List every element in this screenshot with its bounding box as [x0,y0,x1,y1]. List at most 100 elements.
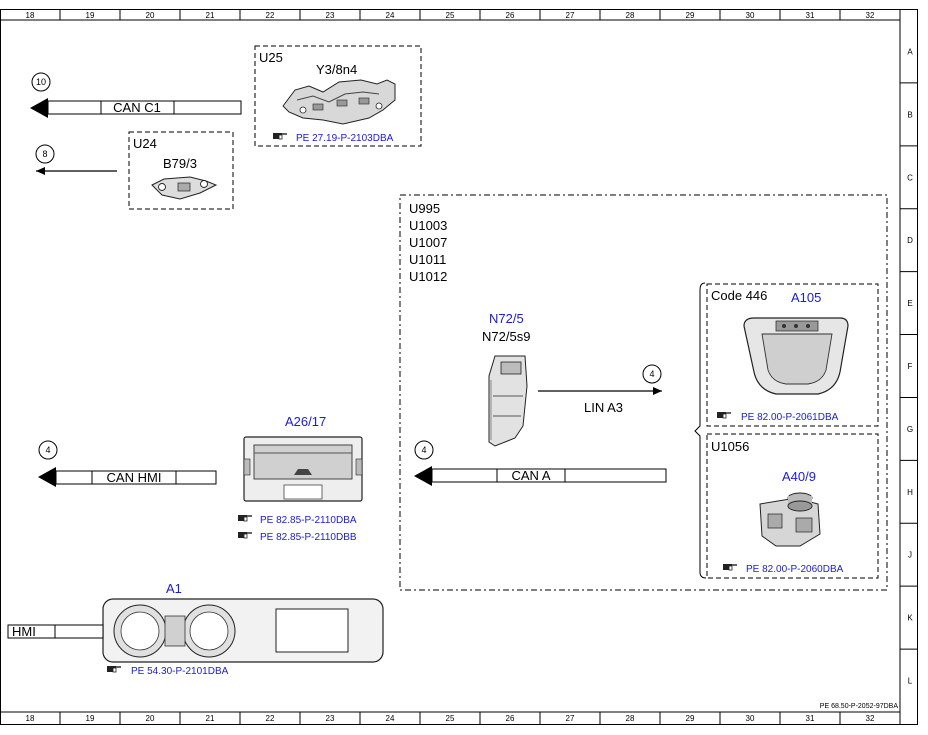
ruler-column-label: 22 [266,11,275,20]
b79-3-label: B79/3 [163,156,197,171]
ruler-column-label: 27 [566,714,575,723]
ruler-row-label: J [908,551,912,560]
code-line-5: U1012 [409,269,447,284]
connector-4-hmi-label: 4 [45,445,50,455]
ruler-column-label: 30 [746,11,755,20]
ruler-column-label: 32 [866,11,875,20]
a40-9-frame [706,433,879,579]
ruler-column-label: 26 [506,714,515,723]
u24-frame [128,131,234,210]
ruler-column-label: 18 [26,11,35,20]
ruler-column-label: 20 [146,714,155,723]
ruler-column-label: 27 [566,11,575,20]
code-446-label: Code 446 [711,288,767,303]
a105-frame [706,283,879,427]
connector-4-lin-circle [642,364,662,384]
u25-frame [254,45,422,147]
a1-ref-link[interactable]: PE 54.30-P-2101DBA [131,666,229,677]
outer-frame [0,9,918,725]
ruler-column-label: 19 [86,714,95,723]
ruler-row-label: A [907,47,913,56]
can-c1-bus: 10 CAN C1 [30,72,242,118]
a26-17-ref-link-1[interactable]: PE 82.85-P-2110DBA [260,515,357,526]
connector-4-cana-circle [414,440,434,460]
can-a-label: CAN A [511,468,550,483]
ruler-row-label: K [907,614,913,623]
u25-ref-link[interactable]: PE 27.19-P-2103DBA [296,133,394,144]
a105-label[interactable]: A105 [791,290,821,305]
ruler-row-label: H [907,488,913,497]
a26-17-label[interactable]: A26/17 [285,414,326,429]
ruler-column-label: 23 [326,714,335,723]
a26-17-group: A26/17 PE 82.85-P-2110DBA PE 82.85-P-211… [237,414,363,543]
ruler-row-label: F [908,362,913,371]
can-hmi-label: CAN HMI [107,470,162,485]
hmi-bus: HMI [7,624,104,639]
controller-knob-image [759,492,821,547]
n72-5-group: N72/5 N72/5s9 [482,311,530,447]
ruler-column-label: 25 [446,11,455,20]
u24-group: U24 B79/3 8 [35,131,234,210]
u25-group: U25 Y3/8n4 PE 27.19-P-2103DBA [254,45,422,147]
lin-a3-label: LIN A3 [584,400,623,415]
lin-a3-bus: 4 LIN A3 [538,364,662,415]
n72-5-label[interactable]: N72/5 [489,311,524,326]
connector-10-label: 10 [36,77,46,87]
connector-4-hmi-circle [38,440,58,460]
ruler-row-label: E [907,299,912,308]
ruler-column-label: 20 [146,11,155,20]
ruler-column-label: 25 [446,714,455,723]
pointing-hand-icon [722,563,738,571]
ruler-column-label: 29 [686,714,695,723]
can-c1-label: CAN C1 [113,100,161,115]
ruler-column-label: 26 [506,11,515,20]
connector-4-lin-label: 4 [649,369,654,379]
valve-block-image [282,79,396,125]
a26-17-ref-link-2[interactable]: PE 82.85-P-2110DBB [260,532,357,543]
a40-9-label[interactable]: A40/9 [782,469,816,484]
ruler-column-label: 18 [26,714,35,723]
ruler-column-label: 31 [806,11,815,20]
u25-label: U25 [259,50,283,65]
a40-9-ref-link[interactable]: PE 82.00-P-2060DBA [746,564,844,575]
a1-group: A1 PE 54.30-P-2101DBA [102,581,384,677]
ruler-column-label: 23 [326,11,335,20]
ruler-column-label: 30 [746,714,755,723]
ruler-column-label: 28 [626,11,635,20]
pointing-hand-icon [716,411,732,419]
ruler-row-label: C [907,173,913,182]
connector-4-cana-label: 4 [421,445,426,455]
ruler-column-label: 31 [806,714,815,723]
connector-8-label: 8 [42,149,47,159]
pointing-hand-icon [272,132,288,140]
ruler-column-label: 21 [206,714,215,723]
instrument-cluster-image [102,598,384,663]
can-a-bus: 4 CAN A [414,440,667,486]
ruler-column-label: 19 [86,11,95,20]
code-line-3: U1007 [409,235,447,250]
ruler-row-label: D [907,236,913,245]
n72-5s9-label: N72/5s9 [482,329,530,344]
code-group-frame [399,194,888,591]
ruler-column-label: 24 [386,11,395,20]
sensor-image [151,176,218,200]
a105-ref-link[interactable]: PE 82.00-P-2061DBA [741,412,839,423]
ruler-column-label: 32 [866,714,875,723]
ruler-row-label: G [907,425,913,434]
overhead-console-image [743,317,849,395]
ruler-row-label: L [908,677,913,686]
footer-ref: PE 68.50-P-2052-97DBA [820,703,899,710]
code-line-4: U1011 [409,252,446,267]
a1-label[interactable]: A1 [166,581,182,596]
ruler-column-label: 28 [626,714,635,723]
head-unit-image [243,436,363,502]
a105-group: Code 446 A105 PE 82.00-P-2061DBA [706,283,879,427]
code-group: U995 U1003 U1007 U1011 U1012 [399,194,888,591]
variant-bracket [694,282,707,579]
ruler-column-label: 24 [386,714,395,723]
u1056-label: U1056 [711,439,749,454]
